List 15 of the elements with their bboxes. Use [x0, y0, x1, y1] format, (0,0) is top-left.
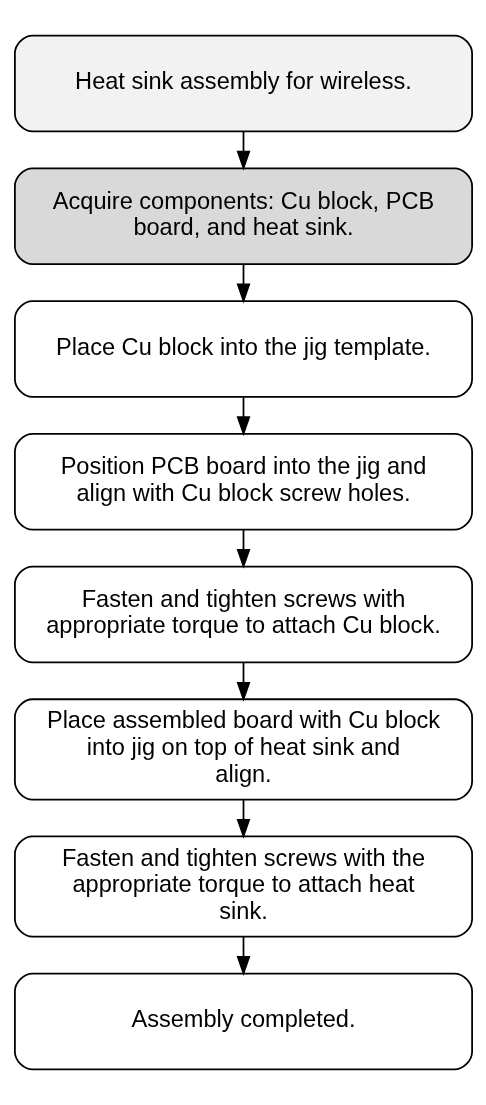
arrow: [236, 529, 250, 569]
node-box: Fasten and tighten screws with the appropriate torque to attach heat sink.: [13, 835, 473, 938]
node-box: Place assembled board with Cu block into jig on top of heat sink and align.: [13, 698, 473, 801]
arrow: [236, 263, 250, 304]
arrow: [236, 798, 250, 839]
node-box: Assembly completed.: [13, 972, 473, 1071]
node-box: Acquire components: Cu block, PCB board, and heat sink.: [13, 167, 473, 266]
node-box: Fasten and tighten screws with appropriate torque to attach Cu block.: [13, 565, 473, 664]
node-box: Heat sink assembly for wireless.: [13, 34, 473, 133]
node-box: Place Cu block into the jig template.: [13, 300, 473, 398]
arrow: [236, 935, 250, 976]
arrow: [236, 130, 250, 171]
node-box: Position PCB board into the jig and align with Cu block screw holes.: [13, 432, 473, 531]
arrow: [236, 661, 250, 702]
arrow: [236, 396, 250, 437]
